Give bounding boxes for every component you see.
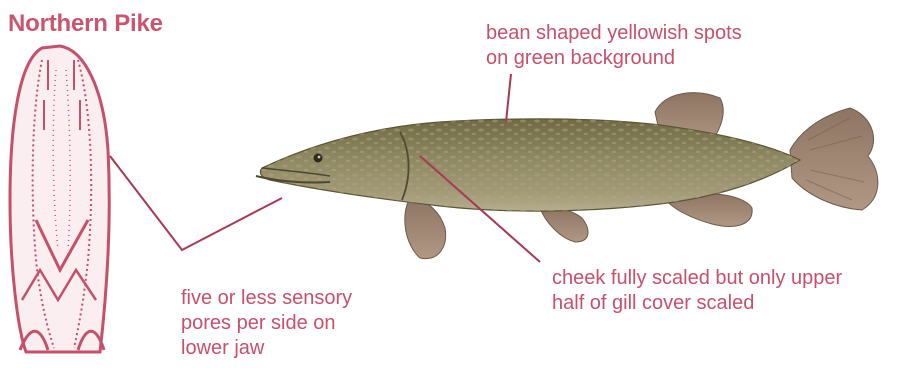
spots-label-line2: on green background (486, 46, 742, 71)
spots-pointer-line (506, 74, 511, 122)
cheek-label-line2: half of gill cover scaled (552, 291, 842, 316)
pores-label-line1: five or less sensory (181, 286, 352, 311)
spots-label-line1: bean shaped yellowish spots (486, 21, 742, 46)
cheek-label-line1: cheek fully scaled but only upper (552, 266, 842, 291)
lower-jaw-drawing (10, 46, 109, 352)
northern-pike-fish (256, 93, 878, 259)
pores-pointer-line (110, 156, 282, 250)
cheek-label: cheek fully scaled but only upper half o… (552, 266, 842, 316)
spots-label: bean shaped yellowish spots on green bac… (486, 21, 742, 71)
pores-label: five or less sensory pores per side on l… (181, 286, 352, 361)
pores-label-line3: lower jaw (181, 336, 352, 361)
pores-label-line2: pores per side on (181, 311, 352, 336)
